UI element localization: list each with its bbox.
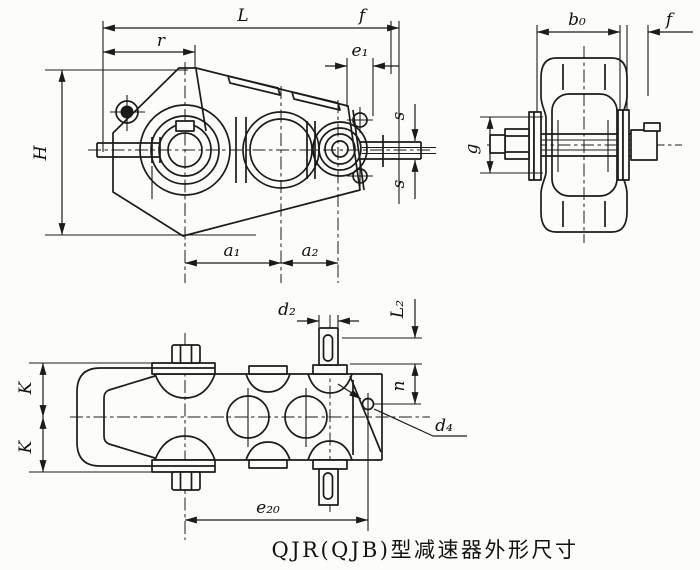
- end-view-dimensions: b₀ f g: [462, 10, 693, 174]
- dim-label-e20: e₂₀: [256, 498, 280, 518]
- cover-holes: [226, 395, 328, 439]
- keyway-top: [322, 334, 334, 362]
- dim-label-L: L: [236, 6, 248, 26]
- gear-circles: [139, 104, 368, 196]
- dim-label-L2: L₂: [388, 300, 408, 319]
- keyway-bottom: [322, 472, 334, 500]
- dim-label-s-bottom: s: [389, 179, 409, 188]
- end-view: b₀ f g: [462, 10, 693, 243]
- dim-label-d4: d₄: [435, 416, 453, 436]
- top-view-dimensions: d₂ L₂ n d₄ e₂₀ K K: [16, 299, 467, 531]
- housing-bolt-top-left: [110, 95, 145, 131]
- output-boss: [307, 327, 353, 506]
- dim-label-a2: a₂: [302, 241, 319, 261]
- dim-label-f-front: f: [357, 6, 368, 26]
- dim-label-d2: d₂: [278, 300, 296, 320]
- caption: QJR(QJB)型减速器外形尺寸: [272, 538, 579, 562]
- keyway: [175, 120, 195, 132]
- flange-bolts: [347, 107, 373, 189]
- dim-label-s-top: s: [389, 111, 409, 120]
- input-boss: [151, 344, 216, 491]
- key: [643, 122, 661, 132]
- output-shaft: [360, 135, 436, 167]
- end-output-shaft: [630, 122, 661, 161]
- top-view: d₂ L₂ n d₄ e₂₀ K K: [16, 299, 467, 540]
- front-view: L f r e₁ H s s a₁ a₂: [31, 6, 436, 283]
- dim-label-a1: a₁: [224, 241, 241, 261]
- top-view-centerlines: [70, 315, 430, 540]
- dim-label-g: g: [462, 143, 482, 154]
- top-tab-2: [291, 91, 341, 111]
- top-tab-1: [227, 75, 281, 96]
- dim-label-b0: b₀: [568, 10, 586, 30]
- dim-label-K-upper: K: [16, 380, 36, 395]
- front-view-dimensions: L f r e₁ H s s a₁ a₂: [31, 6, 419, 267]
- dim-label-f-end: f: [664, 10, 675, 30]
- dim-label-e1: e₁: [352, 41, 369, 61]
- dim-label-H: H: [31, 144, 51, 161]
- end-input-shaft: [489, 128, 530, 160]
- dim-label-K-lower: K: [16, 439, 36, 454]
- dim-label-r: r: [157, 31, 166, 51]
- middle-boss: [245, 365, 291, 469]
- dim-label-n: n: [389, 381, 409, 392]
